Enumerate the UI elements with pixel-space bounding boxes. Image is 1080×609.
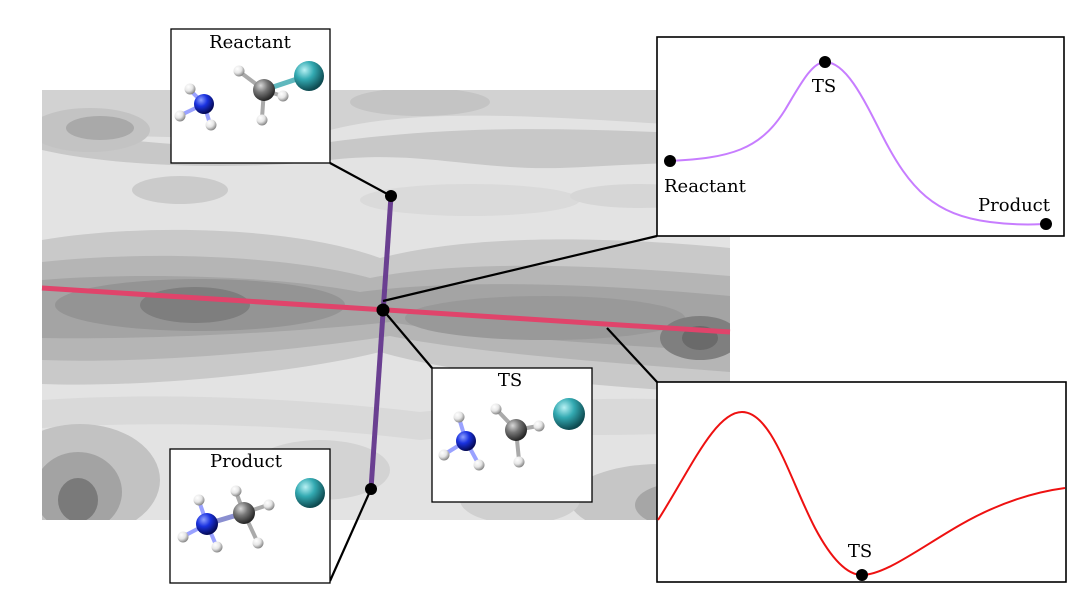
reactant-point [385, 190, 397, 202]
ts-structure-box: TS [431, 367, 593, 503]
mep-reactant-label: Reactant [664, 176, 747, 197]
mep-ts-label: TS [812, 76, 836, 97]
potential-energy-surface [42, 90, 730, 520]
purple-reaction-path [368, 195, 394, 490]
mep-product-label: Product [978, 195, 1051, 216]
perpendicular-ts-label: TS [848, 541, 872, 562]
perpendicular-energy-profile-panel: TS [656, 381, 1067, 583]
perpendicular-ts-point [856, 569, 868, 581]
connector-lines [328, 162, 658, 582]
product-point [365, 483, 377, 495]
reactant-structure-box: Reactant [170, 28, 331, 164]
product-structure-box: Product [169, 448, 331, 584]
perpendicular-energy-curve [657, 410, 1066, 577]
product-molecule [177, 478, 325, 553]
ts-point [376, 303, 390, 317]
reactant-molecule [174, 61, 324, 131]
mep-energy-profile-panel: TS Reactant Product [656, 36, 1065, 237]
product-box-label: Product [210, 451, 283, 472]
mep-product-point [1040, 218, 1052, 230]
mep-energy-curve [669, 60, 1047, 226]
mep-ts-point [819, 56, 831, 68]
reactant-box-label: Reactant [209, 32, 292, 53]
ts-box-label: TS [498, 370, 522, 391]
mep-reactant-point [664, 155, 676, 167]
ts-molecule [438, 398, 585, 471]
